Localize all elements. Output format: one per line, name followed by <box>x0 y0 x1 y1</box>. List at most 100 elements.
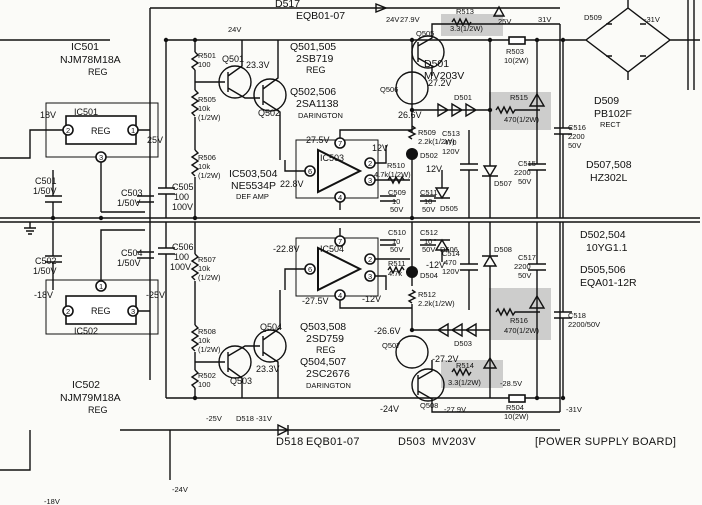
r513-shade <box>441 14 503 36</box>
d507-508-part: HZ302L <box>590 172 628 184</box>
r501-sym <box>190 51 200 71</box>
ic504-wires <box>284 228 412 309</box>
r511-val: 4.7k <box>388 269 402 278</box>
d518-vm25: -25V <box>206 414 222 423</box>
c513-val: 470 <box>444 138 457 147</box>
ic501-ref: IC501 <box>71 41 99 53</box>
q503-508-ref: Q503,508 <box>300 321 346 333</box>
q502-sym <box>253 78 287 112</box>
ic503-v: 22.8V <box>280 179 304 189</box>
d501-chain <box>412 102 490 118</box>
bottom-vm18: -18V <box>44 497 60 505</box>
ic502-pin2-num: 2 <box>66 307 70 316</box>
c517-ref: C517 <box>518 253 536 262</box>
r513-v25: 25V <box>498 17 511 26</box>
r505-val: 10k <box>198 104 210 113</box>
d502-ref: D502 <box>420 151 438 160</box>
c502-sym <box>45 222 62 290</box>
r508-val: 10k <box>198 336 210 345</box>
c511-val2: 50V <box>422 205 435 214</box>
r506-sym <box>190 149 200 177</box>
q501-505-func: REG <box>306 65 326 75</box>
d503-mv-ref: D503 <box>398 436 426 448</box>
c515-sym <box>528 40 546 218</box>
d501-mv-ref: D501 <box>424 58 449 70</box>
c513-sym <box>460 130 478 218</box>
d506-sym <box>434 238 450 262</box>
warning-triangle-1 <box>492 5 506 17</box>
r505-w: (1/2W) <box>198 113 221 122</box>
d509-func: RECT <box>600 120 621 129</box>
r510-ref: R510 <box>387 161 405 170</box>
q502-506-ref: Q502,506 <box>290 86 336 98</box>
bridge-v31: 31V <box>538 15 551 24</box>
ic502-part: NJM79M18A <box>60 392 121 404</box>
ic501-inner: REG <box>91 126 111 136</box>
q504-507-ref: Q504,507 <box>300 356 346 368</box>
r506-val: 10k <box>198 162 210 171</box>
q508-leads <box>417 360 560 413</box>
q508-ref: Q508 <box>420 401 438 410</box>
r503-sym <box>508 36 526 45</box>
c512-ref: C512 <box>420 228 438 237</box>
ic504-v: -22.8V <box>273 244 300 254</box>
q504-507-part: 2SC2676 <box>306 368 350 380</box>
ic503-wires <box>284 129 412 210</box>
c518-val: 2200/50V <box>568 320 600 329</box>
c505-val2: 100V <box>172 202 193 212</box>
q501-v: 23.3V <box>246 60 270 70</box>
q505-v24: 24V <box>386 15 399 24</box>
r508-ref: R508 <box>198 327 216 336</box>
c506-val2: 100V <box>170 262 191 272</box>
d502-504-ref: D502,504 <box>580 229 626 241</box>
r506-ref: R506 <box>198 153 216 162</box>
d507-508-ref: D507,508 <box>586 159 632 171</box>
r508-w: (1/2W) <box>198 345 221 354</box>
q506-v: 27.2V <box>428 78 452 88</box>
q502-ref: Q502 <box>258 108 280 118</box>
q506-sym <box>395 71 429 105</box>
r505-sym <box>190 89 200 117</box>
c506-ref: C506 <box>172 242 194 252</box>
ic501-pin2 <box>62 124 74 136</box>
r503-val: 10(2W) <box>504 56 529 65</box>
q504-507-func: DARINGTON <box>306 381 351 390</box>
d509-part: PB102F <box>594 108 632 120</box>
d501-ref: D501 <box>454 93 472 102</box>
ic501-pin2-num: 2 <box>66 126 70 135</box>
d518-ref: D518 <box>276 436 304 448</box>
ic503-triangle <box>317 148 363 194</box>
r502-val: 100 <box>198 380 211 389</box>
q503-leads <box>195 290 281 398</box>
d502-504-part: 10YG1.1 <box>586 242 628 254</box>
r516-shade <box>489 288 551 340</box>
r501-ref: R501 <box>198 51 216 60</box>
q506-ref: Q506 <box>380 85 398 94</box>
d507-sym <box>482 40 498 218</box>
d501-mv-part: MV203V <box>424 70 464 82</box>
ic503-504-ref: IC503,504 <box>229 168 278 180</box>
r515-sym <box>495 105 540 115</box>
c517-val2: 50V <box>518 271 531 280</box>
d509-top-ref: D509 <box>584 13 602 22</box>
labels: IC501 NJM78M18A REG IC501 REG 1 2 3 25V … <box>33 0 676 505</box>
ic504-vm27: -27.5V <box>302 296 329 306</box>
r513-v: 27.9V <box>400 15 420 24</box>
q503-v: 23.3V <box>256 364 280 374</box>
q505-leads <box>417 23 560 76</box>
r506-w: (1/2W) <box>198 171 221 180</box>
c514-val2: 120V <box>442 267 460 276</box>
r505-ref: R505 <box>198 95 216 104</box>
r507-val: 10k <box>198 264 210 273</box>
d508-sym <box>482 222 498 398</box>
c514-sym <box>460 222 478 310</box>
ic501-box-ref: IC501 <box>74 107 98 117</box>
r515-ref: R515 <box>510 93 528 102</box>
q508-v: -24V <box>380 404 399 414</box>
r513-val: 3.3(1/2W) <box>450 24 483 33</box>
r507-w: (1/2W) <box>198 273 221 282</box>
c516-ref: C516 <box>568 123 586 132</box>
r516-ref: R516 <box>510 316 528 325</box>
q507-ref: Q507 <box>382 341 400 350</box>
